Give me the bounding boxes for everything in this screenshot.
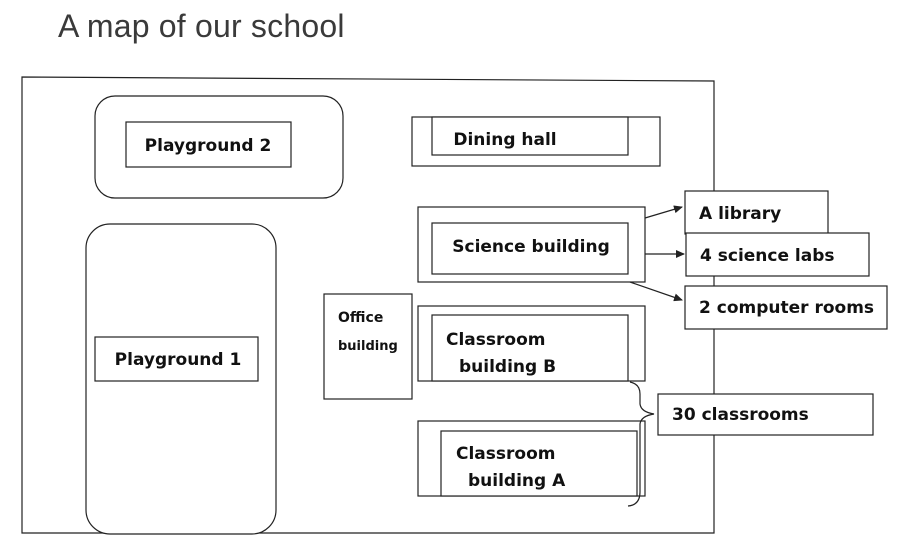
science-building-label: Science building — [452, 237, 610, 257]
science-labs-label: 4 science labs — [700, 246, 835, 266]
science-labs-box — [685, 232, 870, 277]
classroom-building-a-label-line-1: Classroom — [456, 444, 555, 464]
science-building-inner — [431, 222, 629, 275]
classrooms-note-label: 30 classrooms — [672, 405, 809, 425]
classroom-building-b-label-line-1: Classroom — [446, 330, 545, 350]
school-boundary — [21, 76, 715, 534]
playground-1-label-box — [94, 336, 259, 382]
office-building-box — [323, 293, 413, 400]
playground-2-label-box — [125, 121, 292, 168]
dining-hall-inner — [431, 116, 629, 156]
classrooms-note-box — [657, 393, 874, 436]
arrow-to-library — [644, 205, 683, 219]
arrow-to-computer-rooms — [629, 281, 683, 302]
classroom-building-b-label-line-2: building B — [459, 357, 556, 377]
playground-2-label: Playground 2 — [145, 136, 272, 156]
library-box — [684, 190, 829, 235]
classroom-brace — [627, 381, 655, 507]
classroom-building-b-inner — [431, 314, 629, 382]
classroom-building-a-label-line-2: building A — [468, 471, 566, 491]
computer-rooms-label: 2 computer rooms — [699, 298, 874, 318]
dining-hall-label: Dining hall — [453, 130, 556, 150]
office-building-label-line-1: Office — [338, 310, 383, 326]
page-title: A map of our school — [58, 8, 345, 44]
library-label: A library — [699, 204, 781, 224]
playground-1-label: Playground 1 — [115, 350, 242, 370]
classroom-building-a-inner — [440, 430, 638, 497]
computer-rooms-box — [684, 285, 888, 330]
office-building-label-line-2: building — [338, 339, 398, 354]
